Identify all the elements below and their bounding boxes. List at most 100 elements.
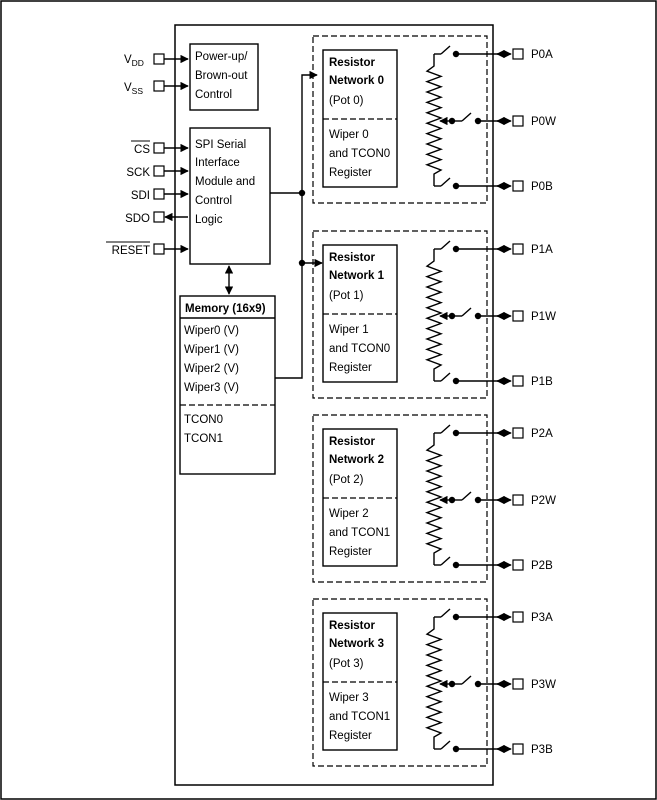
internal-bus <box>270 70 323 379</box>
network-title-1: Resistor <box>329 620 376 632</box>
pin-square <box>512 611 524 623</box>
spi-block-line-4: Control <box>195 195 232 207</box>
left-pin-labels: VDD VSS CS SCK SDI SDO RESET <box>106 54 150 257</box>
network-wiper-line-3: Register <box>329 167 372 179</box>
resistor-zigzag <box>424 54 444 186</box>
resistor-zigzag <box>424 249 444 381</box>
pin-label: P2A <box>531 428 553 440</box>
left-pin-connections <box>153 53 189 255</box>
spi-interface-block <box>189 127 271 265</box>
network-title-2: Network 3 <box>329 638 384 650</box>
pin-square-reset <box>153 243 165 255</box>
pin-label: P2W <box>531 495 556 507</box>
memory-title: Memory (16x9) <box>185 303 266 315</box>
pin-square <box>512 310 524 322</box>
pin-label: P0W <box>531 116 556 128</box>
network-pot-label: (Pot 1) <box>329 290 364 302</box>
network-wiper-line-3: Register <box>329 730 372 742</box>
network-dashed-box <box>312 230 488 399</box>
network-title-1: Resistor <box>329 57 376 69</box>
switch-blade <box>440 424 451 434</box>
resistor-zigzag <box>424 617 444 749</box>
network-wiper-line-2: and TCON0 <box>329 148 390 160</box>
pin-label: P2B <box>531 560 553 572</box>
network-title-1: Resistor <box>329 252 376 264</box>
network-wiper-line-3: Register <box>329 546 372 558</box>
spi-block-line-1: SPI Serial <box>195 139 246 151</box>
pin-label-sdo: SDO <box>125 213 150 225</box>
network-title-2: Network 2 <box>329 454 384 466</box>
network-wiper-line-2: and TCON0 <box>329 343 390 355</box>
pin-square-sck <box>153 165 165 177</box>
pin-label-vdd: VDD <box>124 54 144 68</box>
network-pot-label: (Pot 0) <box>329 95 364 107</box>
memory-tcon-1: TCON1 <box>184 433 223 445</box>
pin-label: P3W <box>531 679 556 691</box>
network-title-2: Network 1 <box>329 270 385 282</box>
pin-square-cs <box>153 142 165 154</box>
network-wiper-line-1: Wiper 2 <box>329 508 369 520</box>
pin-square <box>512 559 524 571</box>
pin-label: P1W <box>531 311 556 323</box>
pin-square-sdo <box>153 211 165 223</box>
pin-label-reset: RESET <box>112 245 150 257</box>
pin-square <box>512 678 524 690</box>
pin-square <box>512 427 524 439</box>
pin-square <box>512 494 524 506</box>
pin-square <box>512 115 524 127</box>
wiper-blade <box>461 675 472 685</box>
switch-blade <box>440 45 451 55</box>
pin-square <box>512 48 524 60</box>
pin-label: P3A <box>531 612 553 624</box>
power-block-line-1: Power-up/ <box>195 51 248 63</box>
wiper-blade <box>461 112 472 122</box>
pin-label: P1B <box>531 376 553 388</box>
pin-square-vss <box>153 80 165 92</box>
pin-label-sck: SCK <box>126 167 150 179</box>
memory-tcon-0: TCON0 <box>184 414 223 426</box>
chip-outline <box>174 24 494 786</box>
spi-block-line-3: Module and <box>195 176 255 188</box>
switch-blade <box>440 372 451 382</box>
network-wiper-line-2: and TCON1 <box>329 527 390 539</box>
network-pot-label: (Pot 2) <box>329 474 364 486</box>
spi-block-line-5: Logic <box>195 214 223 226</box>
memory-block <box>179 295 276 475</box>
pin-label-sdi: SDI <box>131 190 150 202</box>
memory-line-1: Wiper0 (V) <box>184 325 239 337</box>
switch-blade <box>440 556 451 566</box>
memory-line-4: Wiper3 (V) <box>184 382 239 394</box>
switch-blade <box>440 240 451 250</box>
network-wiper-line-1: Wiper 0 <box>329 129 369 141</box>
wiper-blade <box>461 307 472 317</box>
wiper-blade <box>461 491 472 501</box>
pin-label: P0B <box>531 181 553 193</box>
pin-square <box>512 243 524 255</box>
power-block-line-2: Brown-out <box>195 70 248 82</box>
network-title-2: Network 0 <box>329 75 384 87</box>
switch-blade <box>440 608 451 618</box>
network-wiper-line-1: Wiper 1 <box>329 324 369 336</box>
pin-label: P3B <box>531 744 553 756</box>
pin-label-vss: VSS <box>124 82 143 96</box>
network-title-1: Resistor <box>329 436 376 448</box>
network-pot-label: (Pot 3) <box>329 658 364 670</box>
switch-blade <box>440 740 451 750</box>
pin-label-cs: CS <box>134 144 150 156</box>
network-wiper-line-3: Register <box>329 362 372 374</box>
power-control-block <box>189 43 259 111</box>
pin-square <box>512 743 524 755</box>
resistor-zigzag <box>424 433 444 565</box>
network-dashed-box <box>312 414 488 583</box>
pin-square-sdi <box>153 188 165 200</box>
network-dashed-box <box>312 35 488 204</box>
network-wiper-line-2: and TCON1 <box>329 711 390 723</box>
pin-square <box>512 180 524 192</box>
network-wiper-line-1: Wiper 3 <box>329 692 369 704</box>
